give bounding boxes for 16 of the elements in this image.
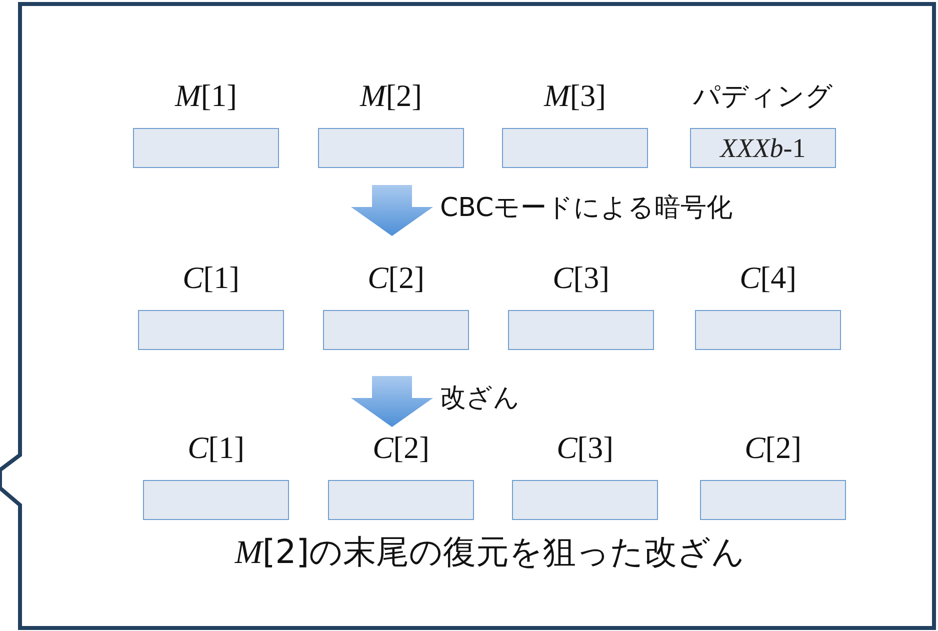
block-label: パディング bbox=[693, 80, 833, 114]
block-label: C[3] bbox=[556, 430, 614, 466]
block-label: C[2] bbox=[368, 260, 424, 296]
step-label: CBCモードによる暗号化 bbox=[440, 192, 733, 225]
caption: M[2]の末尾の復元を狙った改ざん bbox=[234, 531, 746, 573]
block-label: C[3] bbox=[552, 260, 610, 296]
block-label: C[2] bbox=[372, 430, 430, 466]
step-label: 改ざん bbox=[440, 382, 520, 415]
block-label: C[4] bbox=[740, 260, 796, 296]
padding-text: XXXb-1 bbox=[720, 132, 806, 164]
block-label: C[1] bbox=[182, 260, 240, 296]
block-label: C[2] bbox=[744, 430, 802, 466]
block-label: C[1] bbox=[188, 430, 244, 466]
block-label: M[1] bbox=[175, 78, 237, 114]
block-label: M[2] bbox=[360, 78, 422, 114]
block-label: M[3] bbox=[544, 78, 606, 114]
